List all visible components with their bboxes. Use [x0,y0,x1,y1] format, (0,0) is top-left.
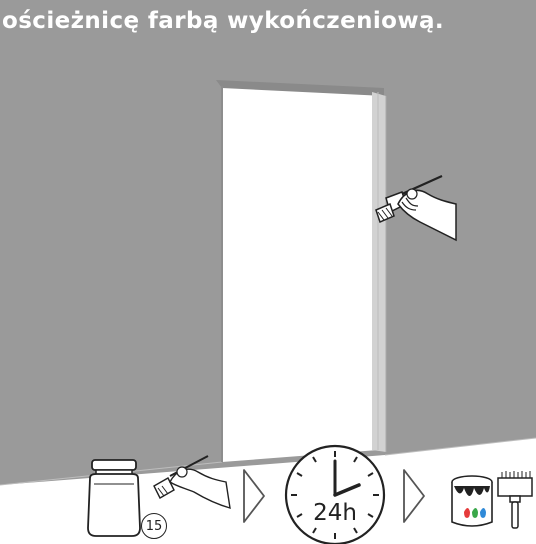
drying-time-label: 24h [295,500,375,526]
clock-icon [286,446,384,544]
paint-jar-icon [88,460,140,536]
wide-brush-icon [498,471,532,528]
arrow-right-icon [244,470,264,522]
product-number-badge: 15 [141,513,167,539]
paint-can-icon [452,476,492,526]
instruction-text: ościeżnicę farbą wykończeniową. [2,4,532,38]
door-opening [216,80,386,462]
arrow-right-icon [404,470,424,522]
